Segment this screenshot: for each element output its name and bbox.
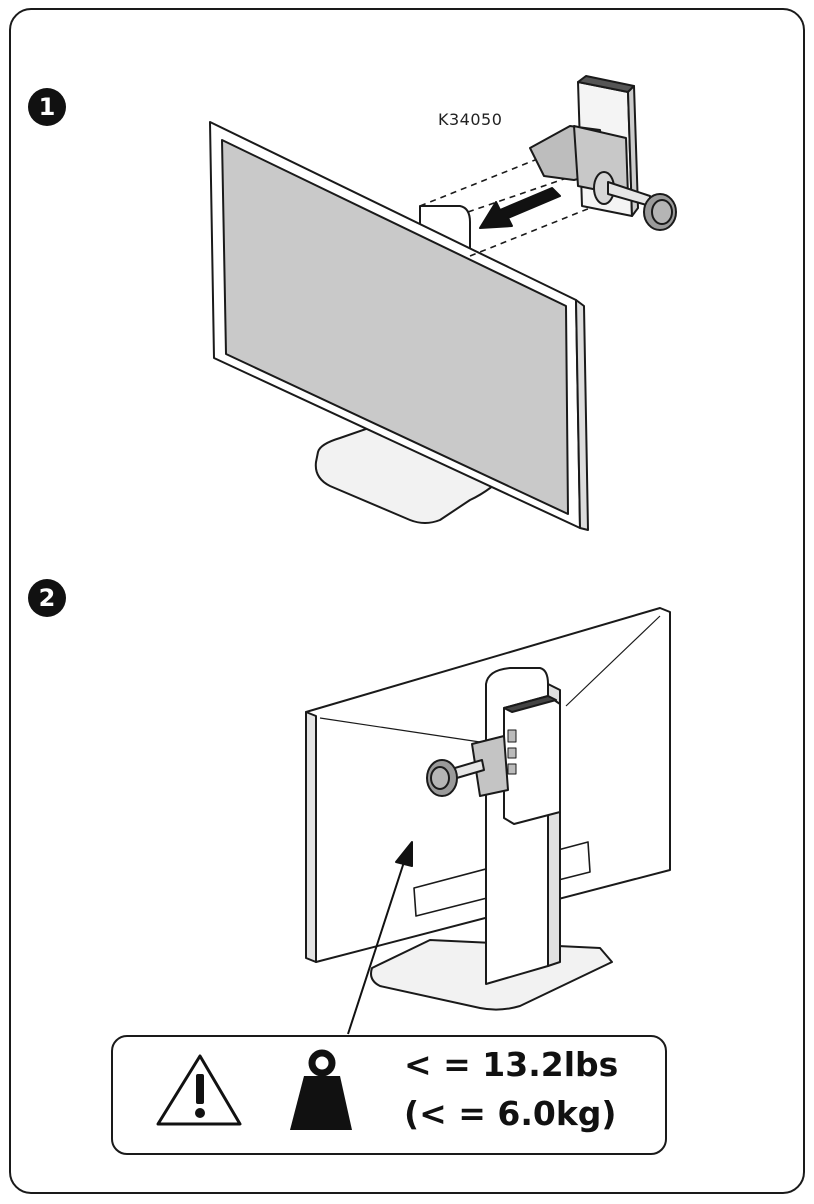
dock-with-bracket: [419, 75, 677, 257]
weight-limit-kg: (< = 6.0kg): [404, 1094, 617, 1133]
weight-limit-lbs: < = 13.2lbs: [404, 1045, 619, 1084]
monitor-rear-view: [305, 607, 671, 1011]
model-number-label: K34050: [438, 110, 503, 129]
step-1-badge: 1: [28, 88, 66, 126]
dock-mounted: [347, 695, 561, 1035]
step-2-illustration: [305, 607, 671, 1035]
step-2-badge: 2: [28, 579, 66, 617]
step-1-illustration: [209, 75, 677, 531]
monitor-front-view: [209, 121, 589, 531]
page-frame: [9, 8, 805, 1194]
weight-warning-box: [111, 1035, 667, 1155]
